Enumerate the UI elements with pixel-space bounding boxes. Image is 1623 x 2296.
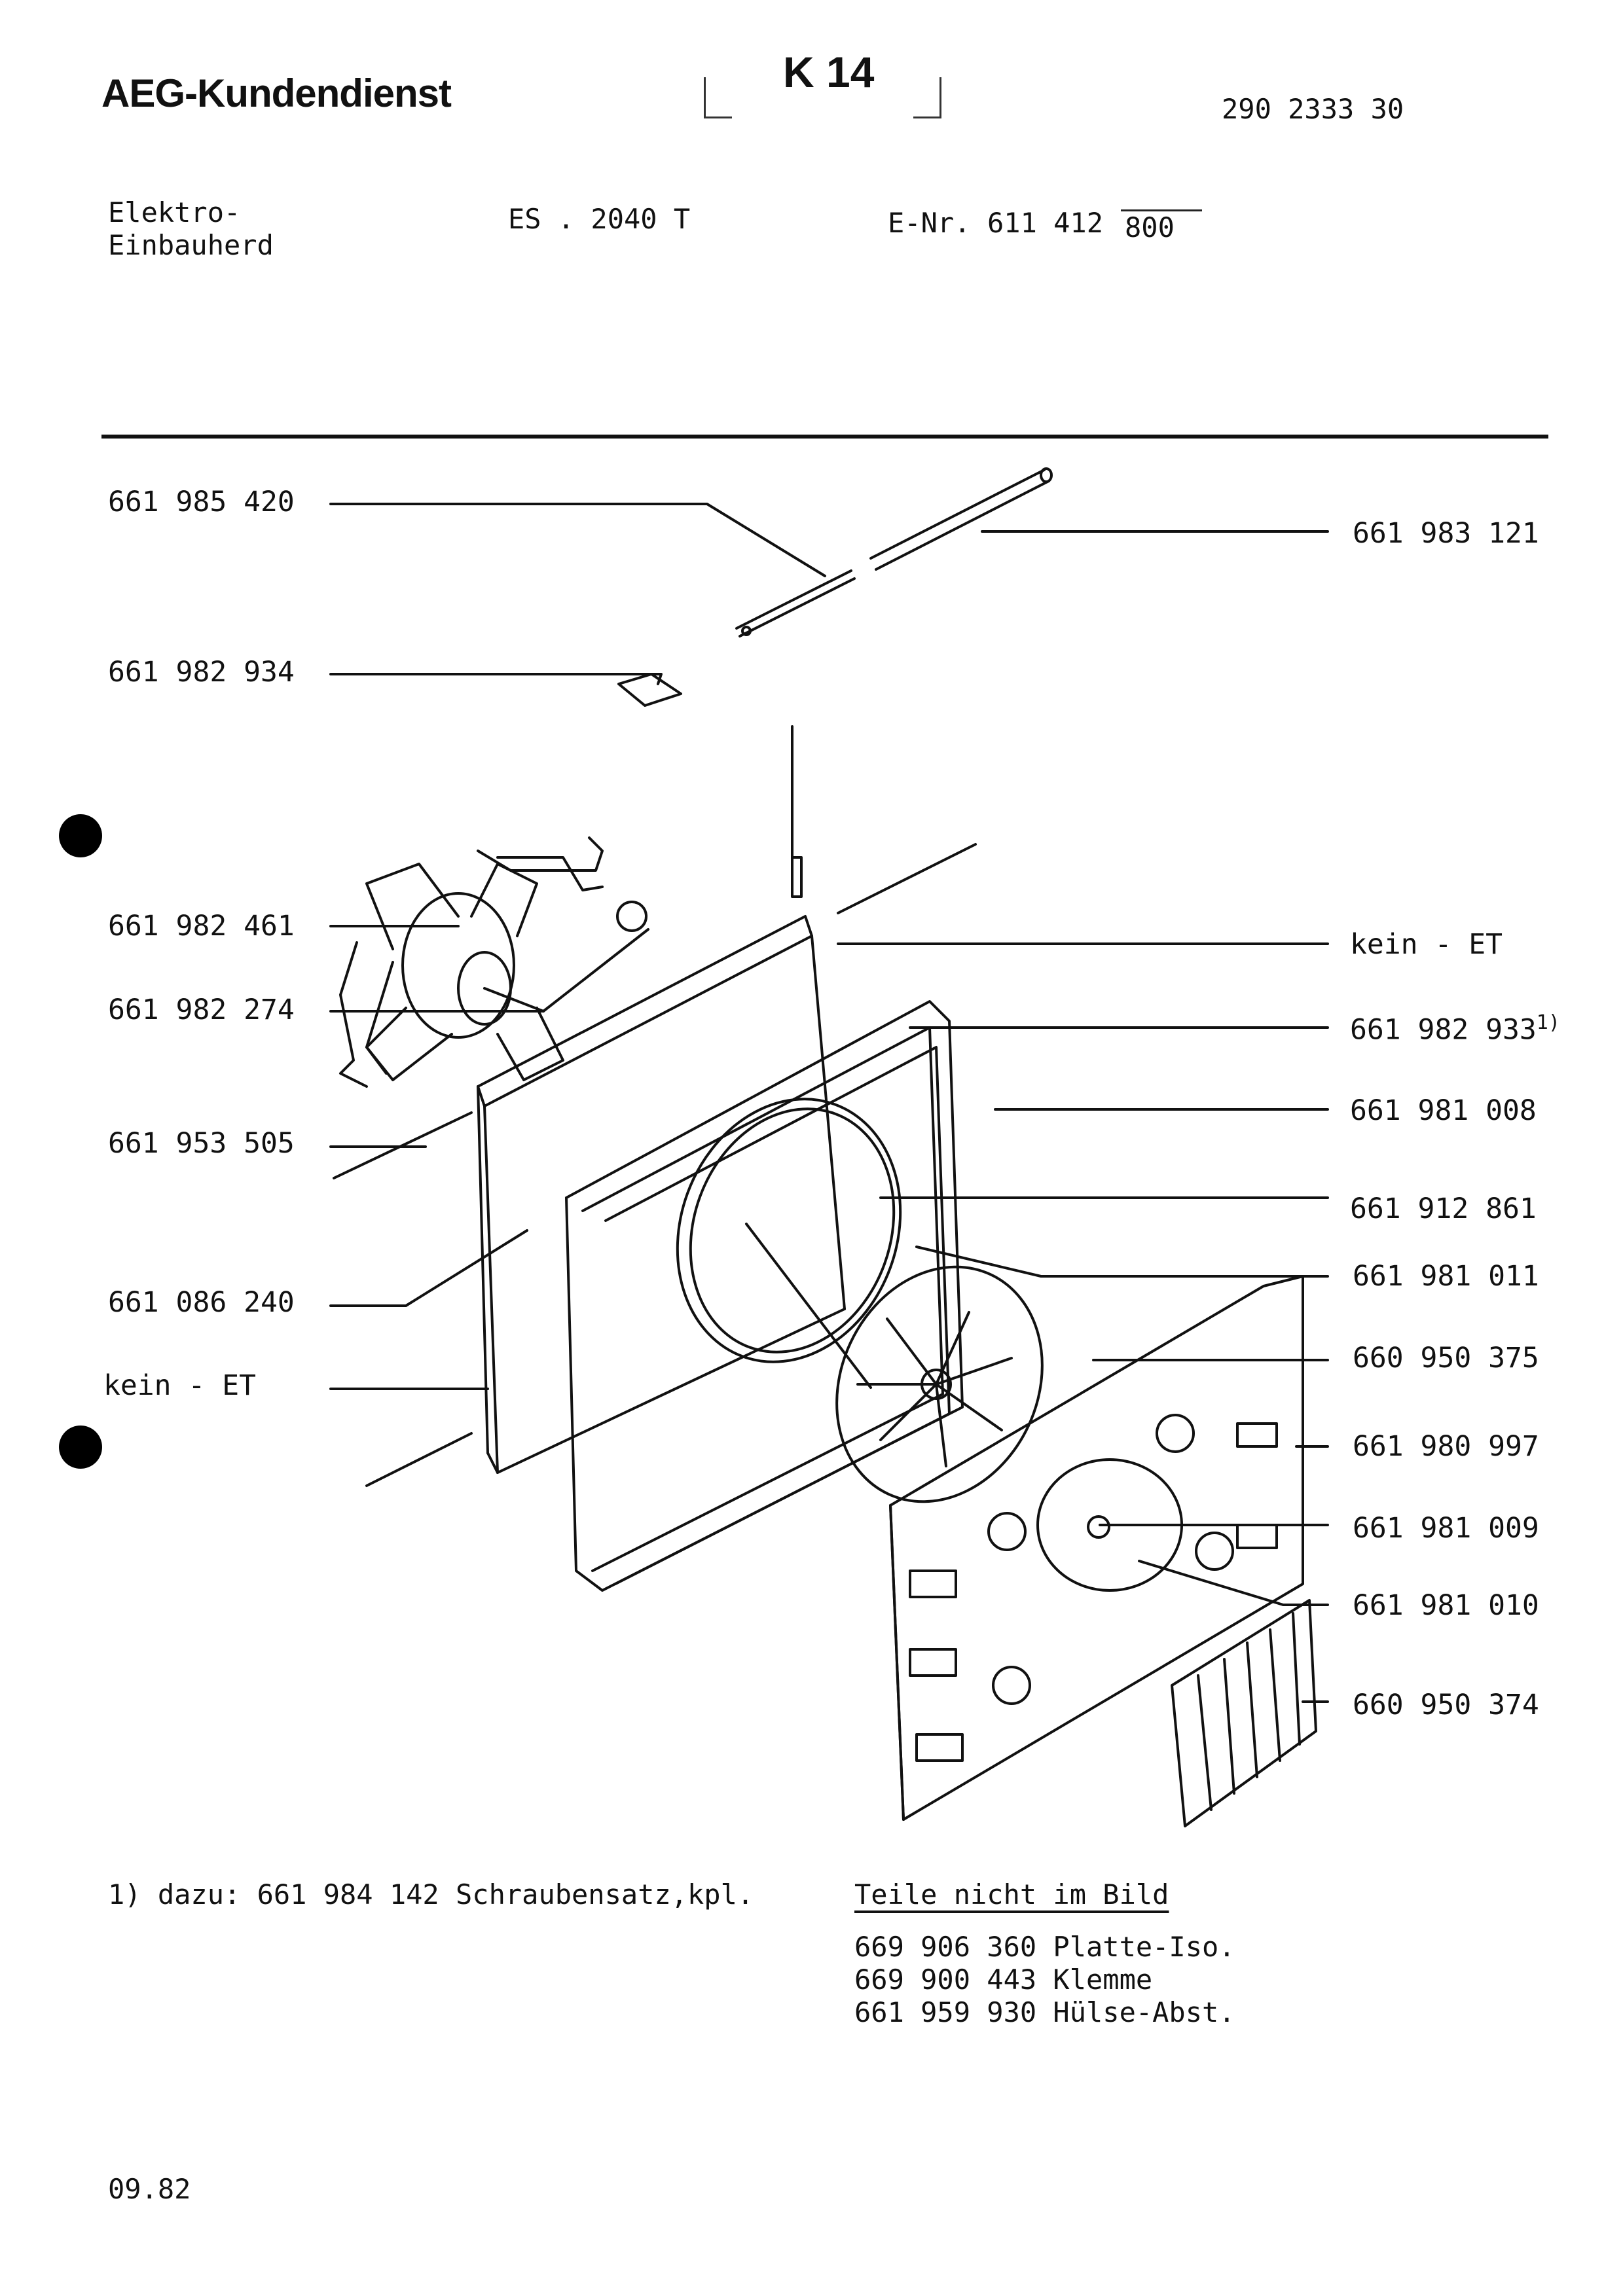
not-shown-item: 669 906 360 Platte-Iso.	[854, 1931, 1235, 1963]
part-label-right: 660 950 374	[1353, 1689, 1539, 1721]
part-label-left: 661 982 461	[108, 910, 295, 942]
part-label-right: 661 981 009	[1353, 1512, 1539, 1545]
e-nr-suffix: 800	[1121, 209, 1202, 243]
rear-panel	[889, 1275, 1304, 1821]
part-label-right: 661 912 861	[1350, 1193, 1537, 1225]
clip-part	[617, 673, 682, 707]
part-label-right: 661 981 008	[1350, 1094, 1537, 1127]
back-frame	[477, 915, 846, 1474]
part-label-right: 661 983 121	[1353, 517, 1539, 550]
not-shown-title: Teile nicht im Bild	[854, 1878, 1169, 1910]
fan-wheel	[835, 1265, 1044, 1503]
model-number: ES . 2040 T	[508, 203, 691, 235]
part-label-right: 661 982 9331)	[1350, 1011, 1560, 1046]
side-rack	[1171, 1599, 1317, 1827]
part-label-right: 660 950 375	[1353, 1342, 1539, 1374]
punch-hole-upper	[59, 814, 102, 857]
not-shown-item: 669 900 443 Klemme	[854, 1964, 1153, 1996]
appliance-type-line1: Elektro-	[108, 196, 241, 228]
guide-strip	[365, 1432, 473, 1487]
part-label-right: 661 981 011	[1353, 1260, 1539, 1293]
part-label-left: 661 953 505	[108, 1127, 295, 1160]
part-label-left: kein - ET	[103, 1369, 256, 1402]
heating-rod	[735, 467, 1053, 637]
part-label-left: 661 982 274	[108, 994, 295, 1026]
part-label-right: kein - ET	[1350, 928, 1503, 961]
print-date: 09.82	[108, 2173, 191, 2205]
footnote-text: 1) dazu: 661 984 142 Schraubensatz,kpl.	[108, 1878, 754, 1910]
e-nr-label: E-Nr.	[888, 207, 971, 239]
footnote-marker: 1)	[1536, 1011, 1560, 1034]
not-shown-item: 661 959 930 Hülse-Abst.	[854, 1996, 1235, 2028]
fan-motor	[339, 836, 647, 1088]
guide-strip	[333, 1111, 473, 1179]
guide-strip	[837, 843, 977, 914]
punch-hole-lower	[59, 1426, 102, 1469]
sheet-code: K 14	[783, 48, 875, 96]
appliance-type-line2: Einbauherd	[108, 229, 274, 261]
part-label-left: 661 985 420	[108, 486, 295, 518]
part-number-text: 661 982 933	[1350, 1013, 1537, 1047]
sheet-bracket-left	[704, 77, 732, 118]
cavity-frame	[565, 1000, 964, 1592]
doc-number: 290 2333 30	[1222, 93, 1404, 125]
brand-title: AEG-Kundendienst	[101, 71, 452, 115]
heating-coil	[676, 1098, 902, 1389]
part-label-right: 661 980 997	[1353, 1430, 1539, 1463]
e-nr-value: 611 412	[987, 207, 1104, 239]
sheet-bracket-right	[913, 77, 941, 118]
part-label-right: 661 981 010	[1353, 1589, 1539, 1622]
part-label-left: 661 982 934	[108, 656, 295, 689]
part-label-left: 661 086 240	[108, 1286, 295, 1319]
header-divider	[101, 435, 1548, 439]
